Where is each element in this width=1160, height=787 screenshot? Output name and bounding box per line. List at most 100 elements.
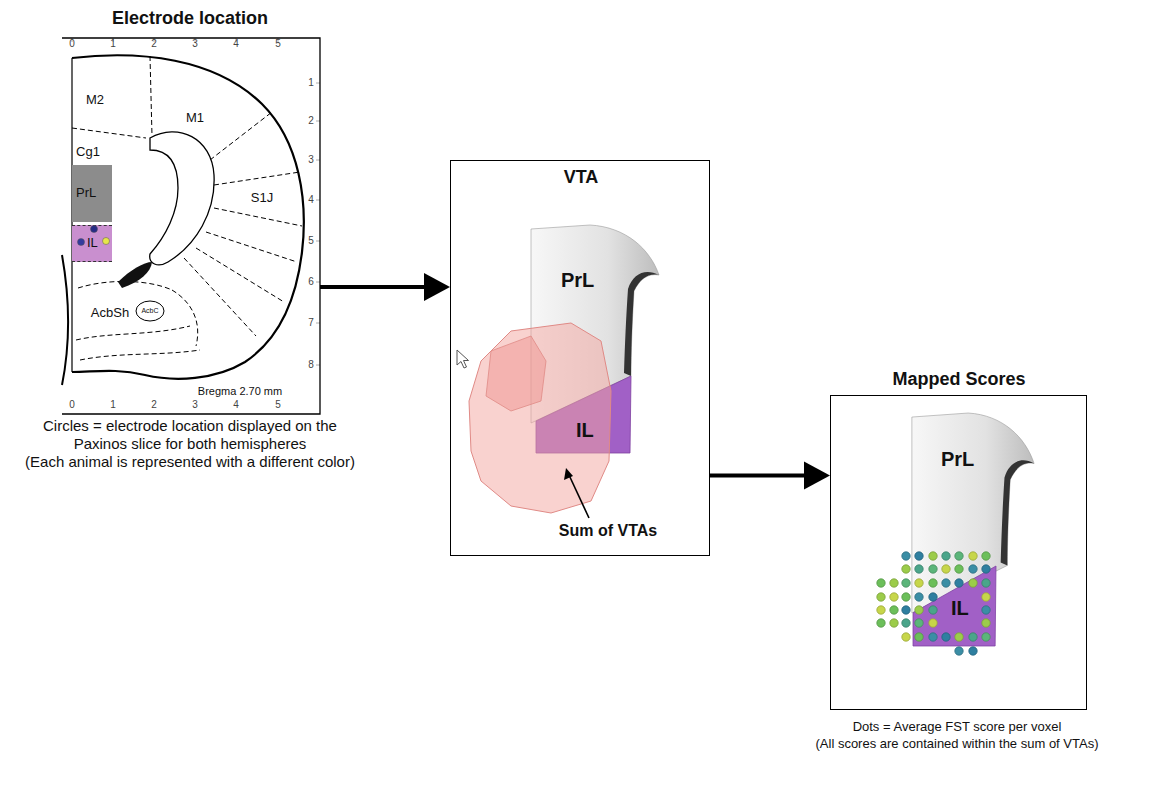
score-dot xyxy=(982,593,990,601)
axis-number: 5 xyxy=(275,399,281,411)
score-dot xyxy=(942,565,950,573)
score-dot xyxy=(902,619,910,627)
contralateral-outline xyxy=(62,255,68,385)
score-dot xyxy=(982,633,990,641)
score-dot xyxy=(929,579,937,587)
score-dot xyxy=(955,579,963,587)
forceps-minor xyxy=(150,132,214,265)
score-dot xyxy=(890,579,898,587)
region-boundary xyxy=(76,326,190,340)
score-dot xyxy=(902,552,910,560)
score-dot xyxy=(890,593,898,601)
brain-outline xyxy=(72,55,304,378)
region-name: IL xyxy=(87,235,98,251)
region-boundary xyxy=(210,112,272,160)
score-dot xyxy=(969,647,977,655)
lateral-ventricle xyxy=(118,262,152,288)
region-boundaries xyxy=(72,56,302,360)
region-name: PrL xyxy=(561,268,594,292)
score-dot xyxy=(929,619,937,627)
electrode-circle xyxy=(91,226,98,233)
region-boundary xyxy=(72,128,146,138)
score-dot xyxy=(955,647,963,655)
il-surface xyxy=(913,566,996,646)
scores-panel: Mapped ScoresDots = Average FST score pe… xyxy=(830,395,1087,710)
region-boundary xyxy=(80,350,200,360)
score-dot xyxy=(915,552,923,560)
prl-surface xyxy=(912,413,1034,613)
region-boundary xyxy=(214,208,302,226)
score-dot xyxy=(915,633,923,641)
region-boundary xyxy=(150,56,152,136)
axis-number: 0 xyxy=(69,38,75,50)
flow-arrow xyxy=(320,285,438,289)
score-dot xyxy=(942,552,950,560)
score-dot xyxy=(902,633,910,641)
score-dot xyxy=(929,633,937,641)
vta-overlay xyxy=(451,161,709,555)
score-dots xyxy=(831,396,1086,709)
score-dot xyxy=(942,633,950,641)
vta-sum-volume xyxy=(469,323,611,513)
panel-caption: Dots = Average FST score per voxel xyxy=(797,718,1117,735)
region-boundary xyxy=(214,172,300,185)
leader-arrowhead xyxy=(564,468,573,480)
electrode-circle xyxy=(103,238,110,245)
score-dot xyxy=(902,565,910,573)
axis-number: 6 xyxy=(308,276,314,288)
score-dot xyxy=(982,552,990,560)
score-dot xyxy=(915,619,923,627)
score-dot xyxy=(890,619,898,627)
score-dot xyxy=(969,579,977,587)
flow-arrow xyxy=(710,474,818,478)
bregma-level: Bregma 2.70 mm xyxy=(198,385,282,398)
prl-shadow xyxy=(624,272,659,376)
score-dot xyxy=(902,579,910,587)
axis-number: 4 xyxy=(308,194,314,206)
score-dot xyxy=(969,633,977,641)
score-dot xyxy=(969,552,977,560)
score-dot xyxy=(982,606,990,614)
score-dot xyxy=(982,579,990,587)
region-boundary xyxy=(196,248,284,302)
region-boundary xyxy=(184,258,256,336)
axis-number: 3 xyxy=(308,154,314,166)
score-dot xyxy=(969,565,977,573)
score-dot xyxy=(915,565,923,573)
score-dot xyxy=(877,579,885,587)
score-dot xyxy=(929,606,937,614)
panel-caption: (All scores are contained within the sum… xyxy=(797,735,1117,752)
region-name: IL xyxy=(951,596,969,620)
leader-line xyxy=(569,475,589,518)
vta-sum-volume xyxy=(486,336,546,411)
score-dot xyxy=(915,593,923,601)
region-boundary xyxy=(172,290,198,346)
score-dot xyxy=(877,619,885,627)
score-dot xyxy=(929,593,937,601)
score-dot xyxy=(929,552,937,560)
region-name: PrL xyxy=(76,185,96,201)
tick-marks xyxy=(72,38,320,365)
axis-number: 3 xyxy=(192,399,198,411)
score-dot xyxy=(877,593,885,601)
axis-number: 4 xyxy=(233,399,239,411)
paxinos-slice xyxy=(62,38,320,414)
region-boundary xyxy=(206,232,297,262)
region-label: AcbSh xyxy=(91,305,129,321)
score-dot xyxy=(982,565,990,573)
panel-title: Mapped Scores xyxy=(892,369,1025,391)
axis-number: 0 xyxy=(69,399,75,411)
axis-number: 8 xyxy=(308,359,314,371)
accumbens-core xyxy=(136,301,164,321)
region-label: S1J xyxy=(251,190,273,206)
region-name: IL xyxy=(576,418,594,442)
axis-number: 1 xyxy=(110,38,116,50)
axis-number: 2 xyxy=(308,115,314,127)
region-label: M2 xyxy=(86,92,104,108)
panel-title: VTA xyxy=(564,167,599,189)
axis-number: 2 xyxy=(151,399,157,411)
region-band: PrL xyxy=(72,165,112,222)
axis-number: 5 xyxy=(275,38,281,50)
axis-number: 4 xyxy=(233,38,239,50)
axis-number: 2 xyxy=(151,38,157,50)
